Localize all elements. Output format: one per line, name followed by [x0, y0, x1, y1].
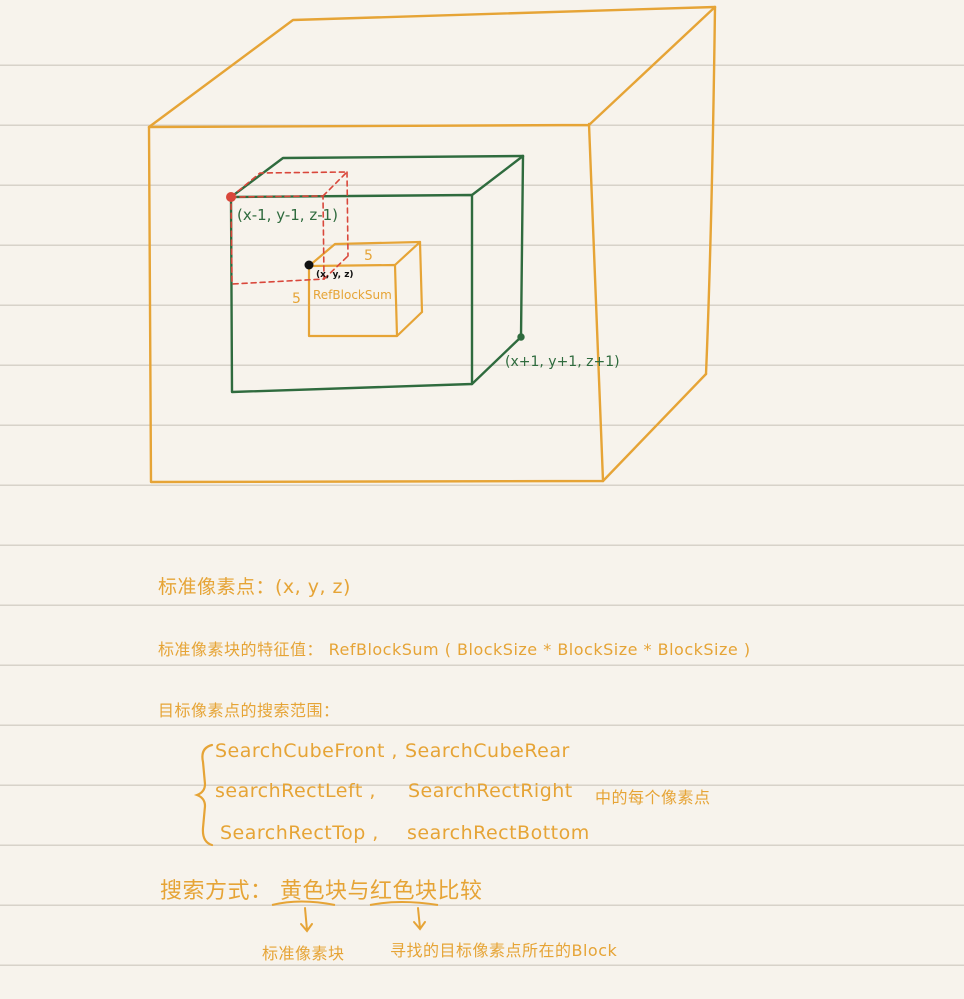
outer-orange-cube [147, 5, 717, 484]
search-method: 搜索方式： 黄色块与红色块比较 [160, 879, 483, 904]
green-corner-label: (x+1, y+1, z+1) [505, 354, 620, 370]
range-rect-left: searchRectLeft , [215, 780, 376, 802]
red-corner-point [226, 192, 236, 202]
underline-yellow [271, 900, 336, 906]
green-cube [229, 154, 525, 394]
range-note-each-pixel: 中的每个像素点 [595, 788, 711, 807]
range-cube-rear: SearchCubeRear [405, 740, 570, 762]
note-search-range: 目标像素点的搜索范围： [158, 701, 340, 720]
underline-red [369, 901, 439, 906]
green-corner-dot [517, 333, 525, 341]
block-size-left-label: 5 [292, 291, 301, 307]
red-corner-label: (x-1, y-1, z-1) [237, 206, 338, 224]
center-point-label: (x, y, z) [316, 270, 354, 280]
arrow-right-label: 寻找的目标像素点所在的Block [390, 941, 618, 960]
range-rect-right: SearchRectRight [408, 780, 573, 802]
arrow-right [413, 907, 426, 931]
range-brace [193, 743, 214, 847]
note-reference-block-value: 标准像素块的特征值： RefBlockSum ( BlockSize * Blo… [158, 640, 751, 659]
range-rect-bottom: searchRectBottom [407, 822, 590, 844]
center-point [304, 260, 314, 270]
range-rect-top: SearchRectTop , [220, 822, 379, 844]
arrow-left [300, 907, 313, 933]
range-cube-front: SearchCubeFront , [215, 740, 398, 762]
block-name-label: RefBlockSum [313, 288, 392, 302]
note-reference-point: 标准像素点：(x, y, z) [158, 576, 351, 598]
red-dashed-block [230, 171, 349, 285]
arrow-left-label: 标准像素块 [262, 944, 345, 963]
block-size-top-label: 5 [364, 248, 373, 264]
reference-block [307, 240, 424, 338]
